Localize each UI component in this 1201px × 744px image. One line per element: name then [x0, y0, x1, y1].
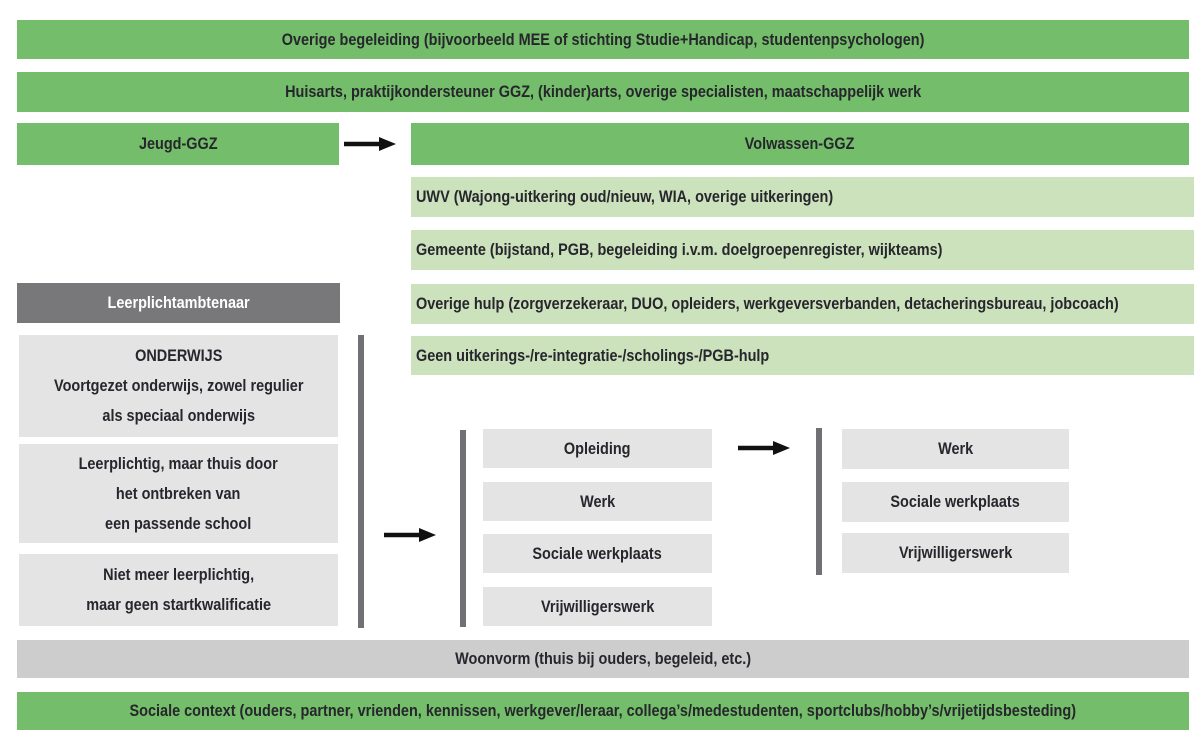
bar-sociale-context-label: Sociale context (ouders, partner, vriend… [129, 701, 1077, 720]
bar-volwassen-ggz-label: Volwassen-GGZ [745, 134, 855, 153]
bar-huisarts-specialisten: Huisarts, praktijkondersteuner GGZ, (kin… [17, 72, 1189, 112]
box-geen-startkwalificatie: Niet meer leerplichtig, maar geen startk… [19, 554, 338, 626]
box-onderwijs-line-1: ONDERWIJS [134, 346, 223, 365]
box-onderwijs: ONDERWIJS Voortgezet onderwijs, zowel re… [19, 335, 338, 437]
box-geen-startkwalificatie-line-2: maar geen startkwalificatie [86, 595, 271, 614]
box-werk-right-label: Werk [937, 439, 974, 458]
box-opleiding: Opleiding [483, 429, 712, 468]
box-geen-startkwalificatie-line-1: Niet meer leerplichtig, [102, 565, 254, 584]
bar-sociale-context: Sociale context (ouders, partner, vriend… [17, 692, 1189, 730]
bar-woonvorm-label: Woonvorm (thuis bij ouders, begeleid, et… [455, 649, 751, 668]
bar-overige-hulp-label: Overige hulp (zorgverzekeraar, DUO, ople… [416, 294, 1119, 313]
divider-daytime [460, 430, 466, 627]
divider-education [358, 335, 364, 628]
box-werk-middle-label: Werk [579, 491, 616, 511]
box-leerplichtig-thuis-text: Leerplichtig, maar thuis door het ontbre… [79, 449, 278, 539]
box-leerplichtig-thuis-line-3: een passende school [105, 513, 252, 533]
bar-leerplichtambtenaar-label: Leerplichtambtenaar [107, 293, 250, 312]
box-sociale-werkplaats-middle: Sociale werkplaats [483, 534, 712, 573]
box-jeugd-ggz-label: Jeugd-GGZ [138, 134, 218, 153]
box-vrijwilligerswerk-middle-label: Vrijwilligerswerk [540, 596, 655, 616]
box-vrijwilligerswerk-middle: Vrijwilligerswerk [483, 587, 712, 626]
bar-geen-uitkering: Geen uitkerings-/re-integratie-/scholing… [411, 336, 1194, 375]
daytime-to-work-arrow-icon [738, 441, 790, 455]
box-onderwijs-text: ONDERWIJS Voortgezet onderwijs, zowel re… [54, 341, 303, 431]
box-sociale-werkplaats-middle-label: Sociale werkplaats [532, 543, 663, 563]
box-leerplichtig-thuis-line-1: Leerplichtig, maar thuis door [78, 453, 279, 473]
education-to-daytime-arrow-icon [384, 528, 436, 542]
box-onderwijs-line-3: als speciaal onderwijs [102, 406, 255, 425]
divider-work [816, 428, 822, 575]
bar-geen-uitkering-label: Geen uitkerings-/re-integratie-/scholing… [416, 345, 770, 365]
box-sociale-werkplaats-right: Sociale werkplaats [842, 482, 1069, 522]
box-leerplichtig-thuis: Leerplichtig, maar thuis door het ontbre… [19, 444, 338, 543]
bar-huisarts-specialisten-label: Huisarts, praktijkondersteuner GGZ, (kin… [284, 82, 922, 101]
box-geen-startkwalificatie-text: Niet meer leerplichtig, maar geen startk… [86, 560, 271, 620]
bar-leerplichtambtenaar: Leerplichtambtenaar [17, 283, 340, 323]
box-vrijwilligerswerk-right-label: Vrijwilligerswerk [898, 543, 1013, 562]
bar-overige-begeleiding-label: Overige begeleiding (bijvoorbeeld MEE of… [281, 29, 925, 49]
bar-volwassen-ggz: Volwassen-GGZ [411, 123, 1189, 165]
bar-gemeente-label: Gemeente (bijstand, PGB, begeleiding i.v… [416, 240, 943, 259]
box-leerplichtig-thuis-line-2: het ontbreken van [116, 483, 241, 503]
box-werk-middle: Werk [483, 482, 712, 521]
box-onderwijs-line-2: Voortgezet onderwijs, zowel regulier [53, 376, 304, 395]
box-opleiding-label: Opleiding [564, 438, 631, 458]
box-vrijwilligerswerk-right: Vrijwilligerswerk [842, 533, 1069, 573]
bar-uwv-label: UWV (Wajong-uitkering oud/nieuw, WIA, ov… [416, 187, 834, 206]
box-jeugd-ggz: Jeugd-GGZ [17, 123, 339, 165]
bar-woonvorm: Woonvorm (thuis bij ouders, begeleid, et… [17, 640, 1189, 678]
box-werk-right: Werk [842, 429, 1069, 469]
bar-overige-begeleiding: Overige begeleiding (bijvoorbeeld MEE of… [17, 20, 1189, 59]
bar-uwv: UWV (Wajong-uitkering oud/nieuw, WIA, ov… [411, 177, 1194, 217]
bar-overige-hulp: Overige hulp (zorgverzekeraar, DUO, ople… [411, 284, 1194, 324]
bar-gemeente: Gemeente (bijstand, PGB, begeleiding i.v… [411, 230, 1194, 270]
box-sociale-werkplaats-right-label: Sociale werkplaats [890, 492, 1021, 511]
jeugd-to-volwassen-arrow-icon [344, 137, 396, 151]
